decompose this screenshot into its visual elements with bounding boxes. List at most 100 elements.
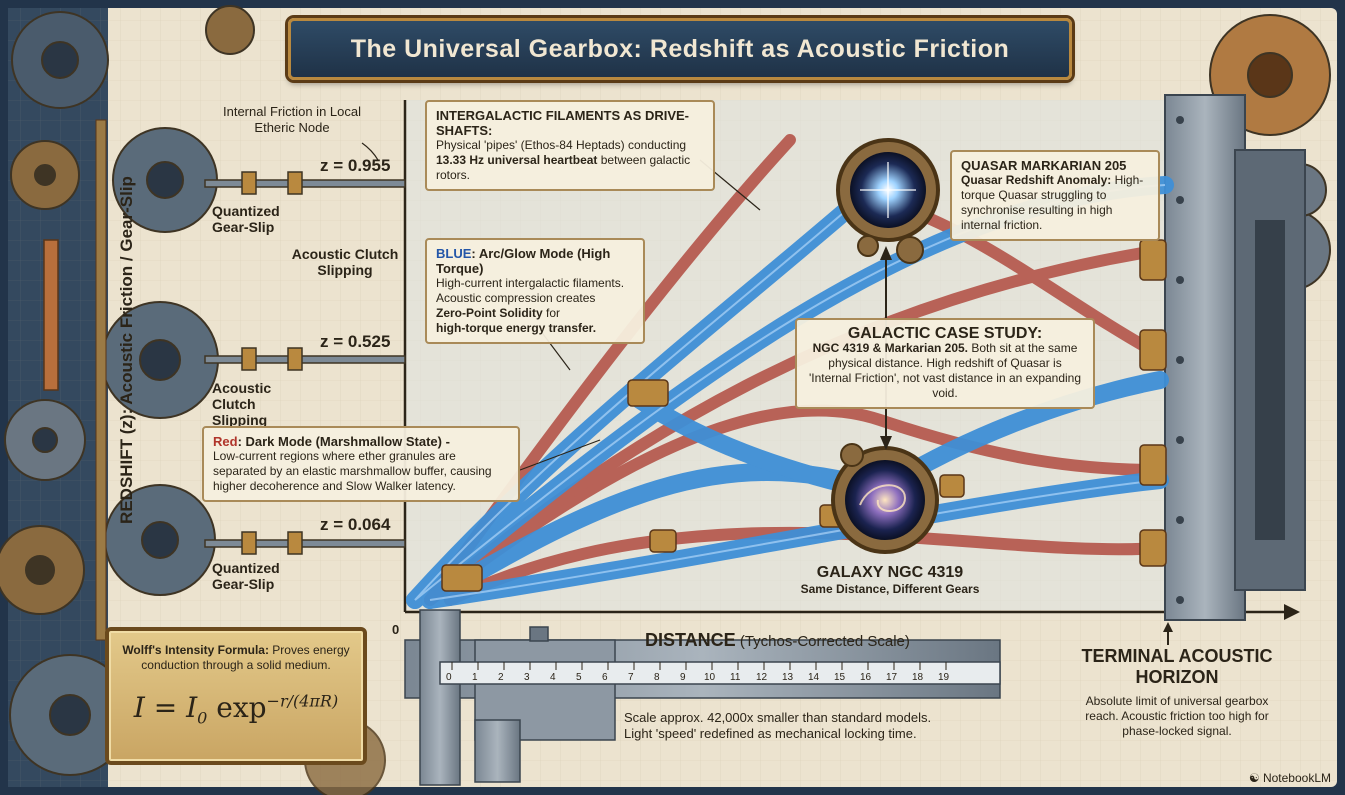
origin-label: 0 <box>392 622 400 637</box>
horizon-body: Absolute limit of universal gearbox reac… <box>1085 694 1269 738</box>
filaments-heartbeat: universal heartbeat <box>487 153 598 167</box>
blue-line1: High-current intergalactic filaments. <box>436 276 625 290</box>
filaments-hz: 13.33 Hz <box>436 153 485 167</box>
formula-sub: 0 <box>197 708 208 728</box>
wolff-formula-plate: Wolff's Intensity Formula: Proves energy… <box>105 627 367 765</box>
case-rest: Both sit at the same physical distance. … <box>808 341 1082 400</box>
quasar-rotor <box>836 138 940 264</box>
y-axis-label-wrap: REDSHIFT (z): Acoustic Friction / Gear-S… <box>109 105 145 595</box>
watermark-text: NotebookLM <box>1262 771 1331 785</box>
gear-slip-top-text: Quantized Gear-Slip <box>212 203 280 235</box>
notebook-icon: ☯ <box>1248 771 1263 785</box>
wolff-text: Wolff's Intensity Formula: Proves energy… <box>119 643 353 673</box>
z-value-bottom: z = 0.064 <box>320 515 391 534</box>
caliper-num: 4 <box>550 672 556 683</box>
caliper-num: 10 <box>704 672 716 683</box>
case-study-callout: GALACTIC CASE STUDY: NGC 4319 & Markaria… <box>795 318 1095 409</box>
red-mode-heading: Red: Dark Mode (Marshmallow State) - <box>213 434 509 449</box>
watermark: ☯ NotebookLM <box>1249 771 1331 785</box>
blue-title: : Arc/Glow Mode (High Torque) <box>436 246 611 276</box>
wolff-rest: Proves energy conduction through a solid… <box>141 643 350 672</box>
blue-bold2: high-torque energy transfer. <box>436 321 597 335</box>
caliper-num: 18 <box>912 672 924 683</box>
gear-slip-bottom-text: Quantized Gear-Slip <box>212 560 280 592</box>
filaments-body: Physical 'pipes' (Ethos-84 Heptads) cond… <box>436 138 704 183</box>
caliper-num: 15 <box>834 672 846 683</box>
blue-mode-callout: BLUE: Arc/Glow Mode (High Torque) High-c… <box>425 238 645 344</box>
caliper-note: Scale approx. 42,000x smaller than stand… <box>624 710 931 742</box>
terminal-horizon: TERMINAL ACOUSTIC HORIZON Absolute limit… <box>1072 646 1282 739</box>
galaxy-name: GALAXY NGC 4319 <box>816 564 964 581</box>
galaxy-sub: Same Distance, Different Gears <box>800 582 980 596</box>
caliper-num: 16 <box>860 672 872 683</box>
caliper-num: 19 <box>938 672 950 683</box>
case-bold: NGC 4319 & Markarian 205. <box>812 341 969 355</box>
caliper-num: 7 <box>628 672 634 683</box>
clutch-mid-text: Acoustic Clutch Slipping <box>212 380 272 428</box>
z-value-top: z = 0.955 <box>320 156 391 175</box>
z-value-mid: z = 0.525 <box>320 332 391 351</box>
quasar-bold: Quasar Redshift Anomaly: <box>961 173 1112 187</box>
quasar-title: QUASAR MARKARIAN 205 <box>961 158 1127 173</box>
red-mode-callout: Red: Dark Mode (Marshmallow State) - Low… <box>202 426 520 502</box>
caliper-num: 0 <box>446 672 452 683</box>
clutch-mid-label: Acoustic Clutch Slipping <box>212 380 302 428</box>
gear-slip-bottom-label: Quantized Gear-Slip <box>212 560 292 592</box>
caliper-numbers: 0 1 2 3 4 5 6 7 8 9 10 11 12 13 14 15 16… <box>446 672 966 686</box>
caliper-note-line2: Light 'speed' redefined as mechanical lo… <box>624 726 917 741</box>
left-gears <box>0 11 219 776</box>
caliper-num: 6 <box>602 672 608 683</box>
caliper <box>404 609 1001 786</box>
blue-line3: Zero-Point Solidity for <box>436 306 634 321</box>
page-title: The Universal Gearbox: Redshift as Acous… <box>350 34 1010 63</box>
filaments-callout: INTERGALACTIC FILAMENTS AS DRIVE-SHAFTS:… <box>425 100 715 191</box>
horizon-title1: TERMINAL ACOUSTIC <box>1081 646 1273 666</box>
wolff-formula: I = I0 exp−r/(4πR) <box>109 691 363 728</box>
caliper-num: 1 <box>472 672 478 683</box>
formula-exp: exp <box>207 691 267 724</box>
case-title: GALACTIC CASE STUDY: <box>847 325 1043 342</box>
y-axis-label: REDSHIFT (z): Acoustic Friction / Gear-S… <box>117 176 136 524</box>
formula-sup: −r/(4πR) <box>266 691 339 711</box>
horizon-title2: HORIZON <box>1135 667 1219 687</box>
caliper-num: 13 <box>782 672 794 683</box>
blue-for: for <box>542 306 561 320</box>
caliper-num: 11 <box>730 672 741 683</box>
x-axis-label-bold: DISTANCE <box>645 630 736 650</box>
x-axis-label: DISTANCE (Tychos-Corrected Scale) <box>645 630 910 651</box>
quasar-callout: QUASAR MARKARIAN 205 Quasar Redshift Ano… <box>950 150 1160 241</box>
galaxy-rotor <box>831 443 939 554</box>
caliper-note-line1: Scale approx. 42,000x smaller than stand… <box>624 710 932 725</box>
blue-mode-heading: BLUE: Arc/Glow Mode (High Torque) <box>436 246 634 276</box>
quasar-rest: High-torque Quasar struggling to synchro… <box>961 173 1144 232</box>
clutch-right-label: Acoustic Clutch Slipping <box>290 246 400 278</box>
title-plate: The Universal Gearbox: Redshift as Acous… <box>288 18 1072 80</box>
red-title: : Dark Mode (Marshmallow State) - <box>237 434 450 449</box>
caliper-num: 12 <box>756 672 768 683</box>
caliper-num: 9 <box>680 672 686 683</box>
quasar-body: Quasar Redshift Anomaly: High-torque Qua… <box>961 173 1149 233</box>
internal-friction-note: Internal Friction in Local Etheric Node <box>222 104 362 136</box>
red-key: Red <box>213 434 238 449</box>
caliper-num: 14 <box>808 672 820 683</box>
blue-line2: Acoustic compression creates <box>436 291 596 305</box>
x-axis-arrow <box>1284 604 1300 620</box>
caliper-num: 17 <box>886 672 898 683</box>
gear-slip-top-label: Quantized Gear-Slip <box>212 203 292 235</box>
internal-friction-text: Internal Friction in Local Etheric Node <box>222 104 361 135</box>
caliper-num: 5 <box>576 672 582 683</box>
case-body: NGC 4319 & Markarian 205. Both sit at th… <box>806 341 1084 401</box>
filaments-line1: Physical 'pipes' (Ethos-84 Heptads) cond… <box>436 138 687 152</box>
caliper-ruler-ticks <box>451 662 947 670</box>
gear-rods <box>204 171 406 555</box>
red-body: Low-current regions where ether granules… <box>213 449 492 493</box>
caliper-num: 3 <box>524 672 530 683</box>
formula-main: I = I <box>133 691 198 724</box>
caliper-num: 8 <box>654 672 660 683</box>
galaxy-label: GALAXY NGC 4319 Same Distance, Different… <box>780 565 1000 597</box>
blue-key: BLUE <box>436 246 472 261</box>
filaments-title: INTERGALACTIC FILAMENTS AS DRIVE-SHAFTS: <box>436 108 690 138</box>
caliper-num: 2 <box>498 672 504 683</box>
brass-couplings <box>441 239 1167 592</box>
filaments-line3: between galactic rotors. <box>436 153 691 182</box>
